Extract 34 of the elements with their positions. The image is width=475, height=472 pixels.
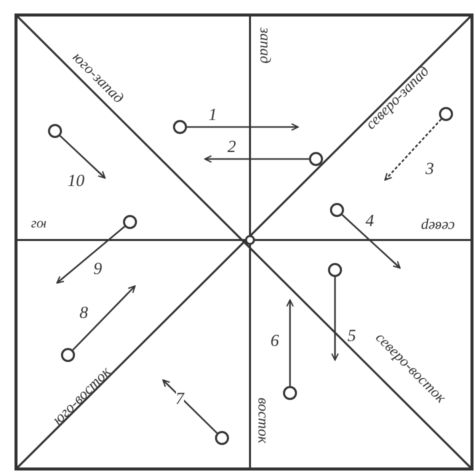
direction-label: север — [421, 218, 455, 232]
arrow-number: 3 — [426, 160, 434, 176]
arrow — [187, 123, 299, 131]
arrow-number: 8 — [80, 304, 88, 320]
start-circle — [439, 107, 453, 121]
direction-label: запад — [256, 27, 272, 63]
arrow — [56, 226, 126, 284]
arrow-number: 6 — [270, 332, 279, 348]
arrow — [162, 379, 218, 434]
arrow — [342, 214, 401, 269]
arrow-number: 7 — [176, 390, 184, 406]
arrow — [384, 118, 442, 181]
start-circle — [48, 124, 62, 138]
arrow — [60, 135, 106, 179]
start-circle — [61, 348, 75, 362]
start-circle — [283, 386, 297, 400]
start-circle — [328, 263, 342, 277]
arrow — [331, 277, 339, 361]
arrow — [72, 285, 136, 351]
arrow-number: 1 — [208, 106, 217, 122]
start-circle — [123, 215, 137, 229]
start-circle — [330, 203, 344, 217]
arrow — [204, 155, 309, 163]
arrow-number: 10 — [68, 172, 84, 188]
arrow-number: 9 — [94, 260, 102, 276]
arrow-number: 5 — [348, 326, 356, 344]
direction-label: восток — [254, 397, 270, 443]
arrow-number: 4 — [366, 212, 374, 228]
start-circle — [173, 120, 187, 134]
arrow-number: 2 — [228, 138, 236, 154]
arrow — [286, 299, 294, 386]
start-circle — [215, 431, 229, 445]
start-circle — [309, 152, 323, 166]
direction-label: юг — [30, 217, 46, 231]
